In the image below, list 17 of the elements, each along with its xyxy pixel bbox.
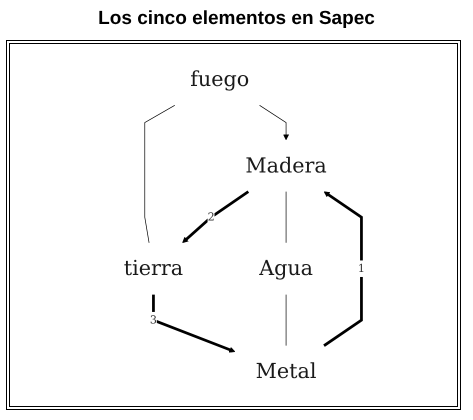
edge-label: 2 [207,210,214,223]
diagram-frame: 2 3 1 fuego Madera tierra Agua Metal [6,40,461,410]
arrow [182,190,249,243]
connector [285,190,286,243]
node-text: Madera [244,153,326,178]
node-text: Metal [255,358,316,384]
connector [144,104,175,243]
node-text: tierra [123,256,183,280]
edge-label: 3 [149,312,156,326]
arrow [258,104,289,140]
node-text: Agua [258,256,313,280]
connector [285,294,286,346]
arrow [322,190,362,346]
diagram-title: Los cinco elementos en Sapec [97,7,376,31]
arrow [152,294,235,352]
edge-label: 1 [357,261,364,274]
node-text: fuego [190,66,249,92]
